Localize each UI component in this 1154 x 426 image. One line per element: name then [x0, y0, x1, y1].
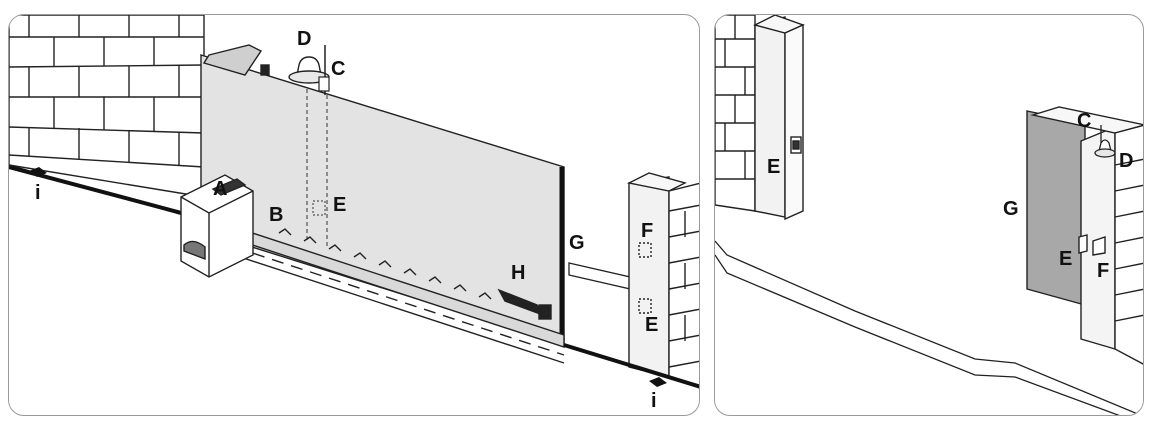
ground-edge-left	[9, 165, 205, 221]
label-i-left: i	[35, 182, 41, 204]
brick-wall-left	[9, 15, 205, 222]
loop-marker-left	[29, 167, 47, 177]
brick-wall-right-side	[1114, 124, 1143, 365]
label-c-right: C	[1077, 110, 1091, 132]
label-e-post: E	[645, 314, 658, 336]
limit-switch-bracket	[497, 288, 552, 320]
ground-edge-right	[563, 343, 699, 389]
photocell-marker	[312, 200, 326, 216]
label-i-right: i	[651, 390, 657, 412]
left-installation-drawing: A B C D E E F G H i i	[9, 15, 699, 412]
pillar-left-post	[753, 15, 805, 221]
label-b: B	[269, 204, 283, 226]
gearmotor-unit	[180, 174, 254, 278]
brick-wall-right	[668, 182, 699, 388]
label-g-right: G	[1003, 198, 1019, 220]
label-a: A	[213, 178, 227, 200]
brick-pillar-left	[715, 15, 756, 212]
label-d: D	[297, 28, 311, 50]
left-installation-view: A B C D E E F G H i i	[8, 14, 700, 416]
label-e-post-right: E	[1059, 248, 1072, 270]
label-f: F	[641, 220, 653, 242]
right-installation-drawing: C D E E F G	[715, 15, 1143, 415]
label-e-gate: E	[333, 194, 346, 216]
label-d-right: D	[1119, 150, 1133, 172]
road-edges	[715, 240, 1142, 415]
gate-panel-edge-view	[1026, 110, 1086, 306]
gate-top-cap	[202, 44, 270, 76]
label-g: G	[569, 232, 585, 254]
right-installation-view: C D E E F G	[714, 14, 1144, 416]
loop-marker-right	[649, 377, 667, 387]
flashing-light-icon-right	[1094, 125, 1116, 158]
antenna-icon	[318, 45, 330, 95]
label-h: H	[511, 262, 525, 284]
label-e-pillar: E	[767, 156, 780, 178]
label-f-right: F	[1097, 260, 1109, 282]
label-c: C	[331, 58, 345, 80]
